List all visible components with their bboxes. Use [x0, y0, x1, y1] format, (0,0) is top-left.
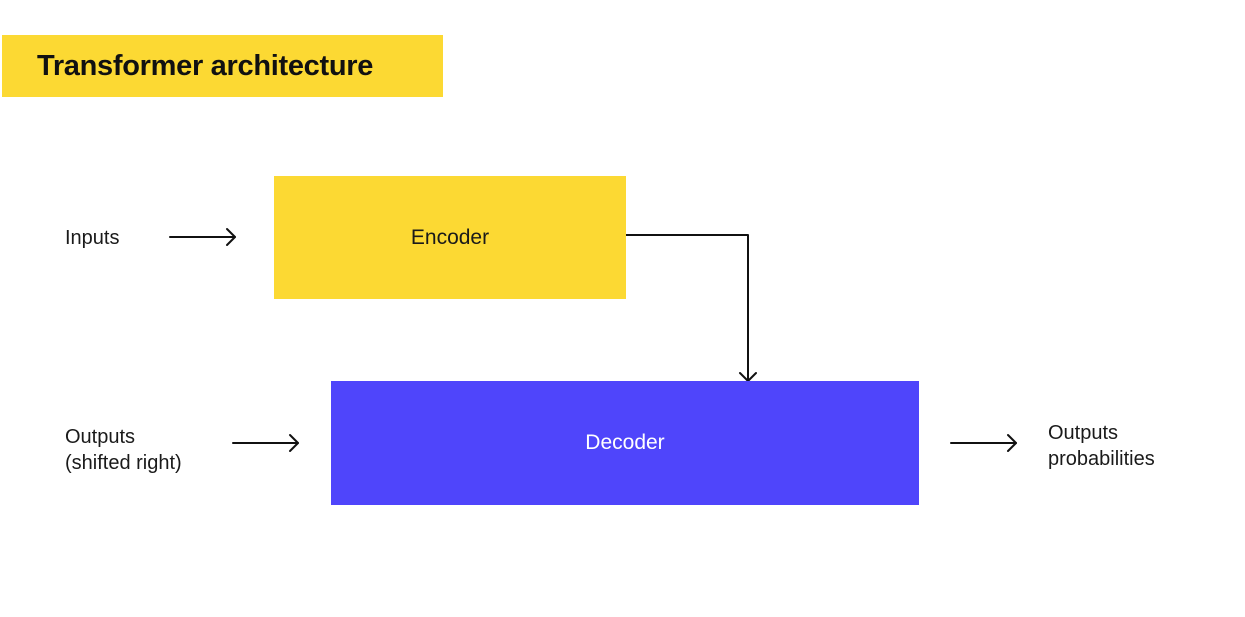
- inputs-arrow: [169, 228, 236, 246]
- inputs-label: Inputs: [65, 227, 120, 249]
- title-banner: Transformer architecture: [2, 35, 443, 97]
- outputs-label-line2: (shifted right): [65, 452, 182, 474]
- probabilities-label-line2: probabilities: [1048, 448, 1155, 470]
- outputs-label-line1: Outputs: [65, 426, 136, 448]
- output-probabilities-label: Outputs probabilities: [1048, 420, 1155, 472]
- outputs-arrow: [232, 434, 299, 452]
- encoder-block: Encoder: [274, 176, 626, 299]
- probabilities-arrow: [950, 434, 1017, 452]
- decoder-label: Decoder: [585, 431, 665, 454]
- decoder-block: Decoder: [331, 381, 919, 505]
- diagram-title: Transformer architecture: [37, 49, 374, 82]
- encoder-to-decoder-arrow: [625, 234, 757, 382]
- encoder-label: Encoder: [410, 225, 490, 249]
- probabilities-label-line1: Outputs: [1048, 422, 1119, 444]
- outputs-shifted-label: Outputs (shifted right): [65, 424, 182, 476]
